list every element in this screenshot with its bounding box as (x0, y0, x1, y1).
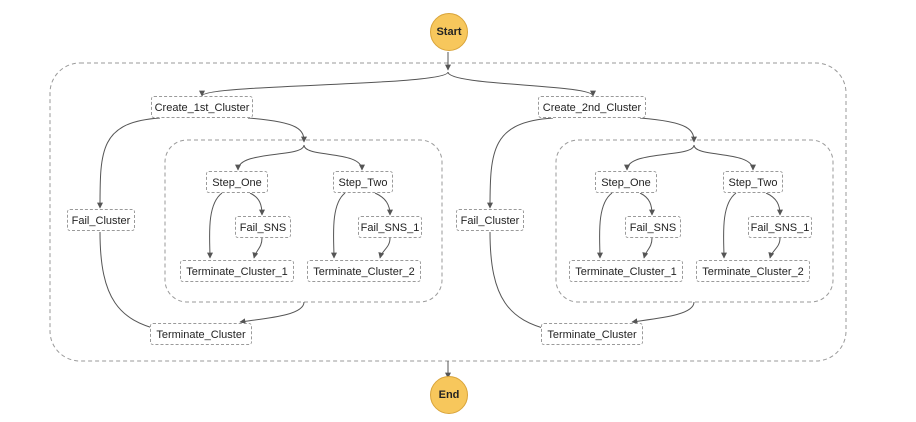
fail-sns-1-node-left[interactable]: Fail_SNS_1 (358, 216, 422, 238)
step-one-node-right[interactable]: Step_One (595, 171, 657, 193)
edge-fail-cluster-to-terminate-r (489, 231, 551, 332)
terminate-cluster-node-right[interactable]: Terminate_Cluster (541, 323, 643, 345)
fail-sns-1-node-right[interactable]: Fail_SNS_1 (748, 216, 812, 238)
end-node[interactable]: End (430, 376, 468, 414)
terminate-cluster-1-node-left[interactable]: Terminate_Cluster_1 (180, 260, 294, 282)
edge-create1-to-inner-parallel (247, 117, 307, 143)
edge-step-one-to-terminate-1-r (596, 192, 613, 259)
edge-step-two-to-fail-sns-1-r (765, 192, 783, 216)
fail-cluster-node-left[interactable]: Fail_Cluster (67, 209, 135, 231)
fail-cluster-node-right[interactable]: Fail_Cluster (456, 209, 524, 231)
edge-step-two-to-terminate-2 (330, 192, 346, 259)
edge-fork-to-create-2nd (447, 71, 596, 97)
terminate-cluster-1-node-right[interactable]: Terminate_Cluster_1 (569, 260, 683, 282)
edge-create2-to-inner-parallel (639, 117, 697, 143)
fail-sns-node-left[interactable]: Fail_SNS (235, 216, 291, 238)
terminate-cluster-node-left[interactable]: Terminate_Cluster (150, 323, 252, 345)
edge-fail-cluster-to-terminate (99, 231, 161, 332)
edge-fail-sns-to-terminate-1 (252, 237, 263, 259)
edge-step-two-to-terminate-2-r (720, 192, 737, 259)
edge-fail-sns-1-to-terminate-2-r (768, 237, 781, 259)
edge-step-one-to-terminate-1 (206, 192, 223, 259)
edge-fail-sns-to-terminate-1-r (642, 237, 653, 259)
step-two-node-right[interactable]: Step_Two (723, 171, 783, 193)
create-2nd-cluster-node[interactable]: Create_2nd_Cluster (538, 96, 646, 118)
create-1st-cluster-node[interactable]: Create_1st_Cluster (151, 96, 253, 118)
edge-step-one-to-fail-sns-r (639, 192, 655, 216)
edge-fail-sns-1-to-terminate-2 (378, 237, 391, 259)
edge-step-two-to-fail-sns-1 (374, 192, 393, 216)
fail-sns-node-right[interactable]: Fail_SNS (625, 216, 681, 238)
edge-inner-fork-to-step-one-r (624, 144, 695, 171)
edge-inner-fork-to-step-two-r (693, 144, 756, 171)
edge-inner-fork-to-step-one (235, 144, 305, 171)
step-one-node-left[interactable]: Step_One (206, 171, 268, 193)
edge-create2-to-fail-cluster (487, 117, 554, 209)
start-node[interactable]: Start (430, 13, 468, 51)
terminate-cluster-2-node-right[interactable]: Terminate_Cluster_2 (696, 260, 810, 282)
edge-fork-to-create-1st (199, 71, 449, 97)
edge-inner-join-to-terminate (239, 301, 305, 325)
edge-inner-join-to-terminate-r (631, 301, 695, 325)
terminate-cluster-2-node-left[interactable]: Terminate_Cluster_2 (307, 260, 421, 282)
edge-inner-fork-to-step-two (303, 144, 365, 171)
edge-create1-to-fail-cluster (97, 117, 161, 209)
edge-step-one-to-fail-sns (249, 192, 265, 216)
step-two-node-left[interactable]: Step_Two (333, 171, 393, 193)
